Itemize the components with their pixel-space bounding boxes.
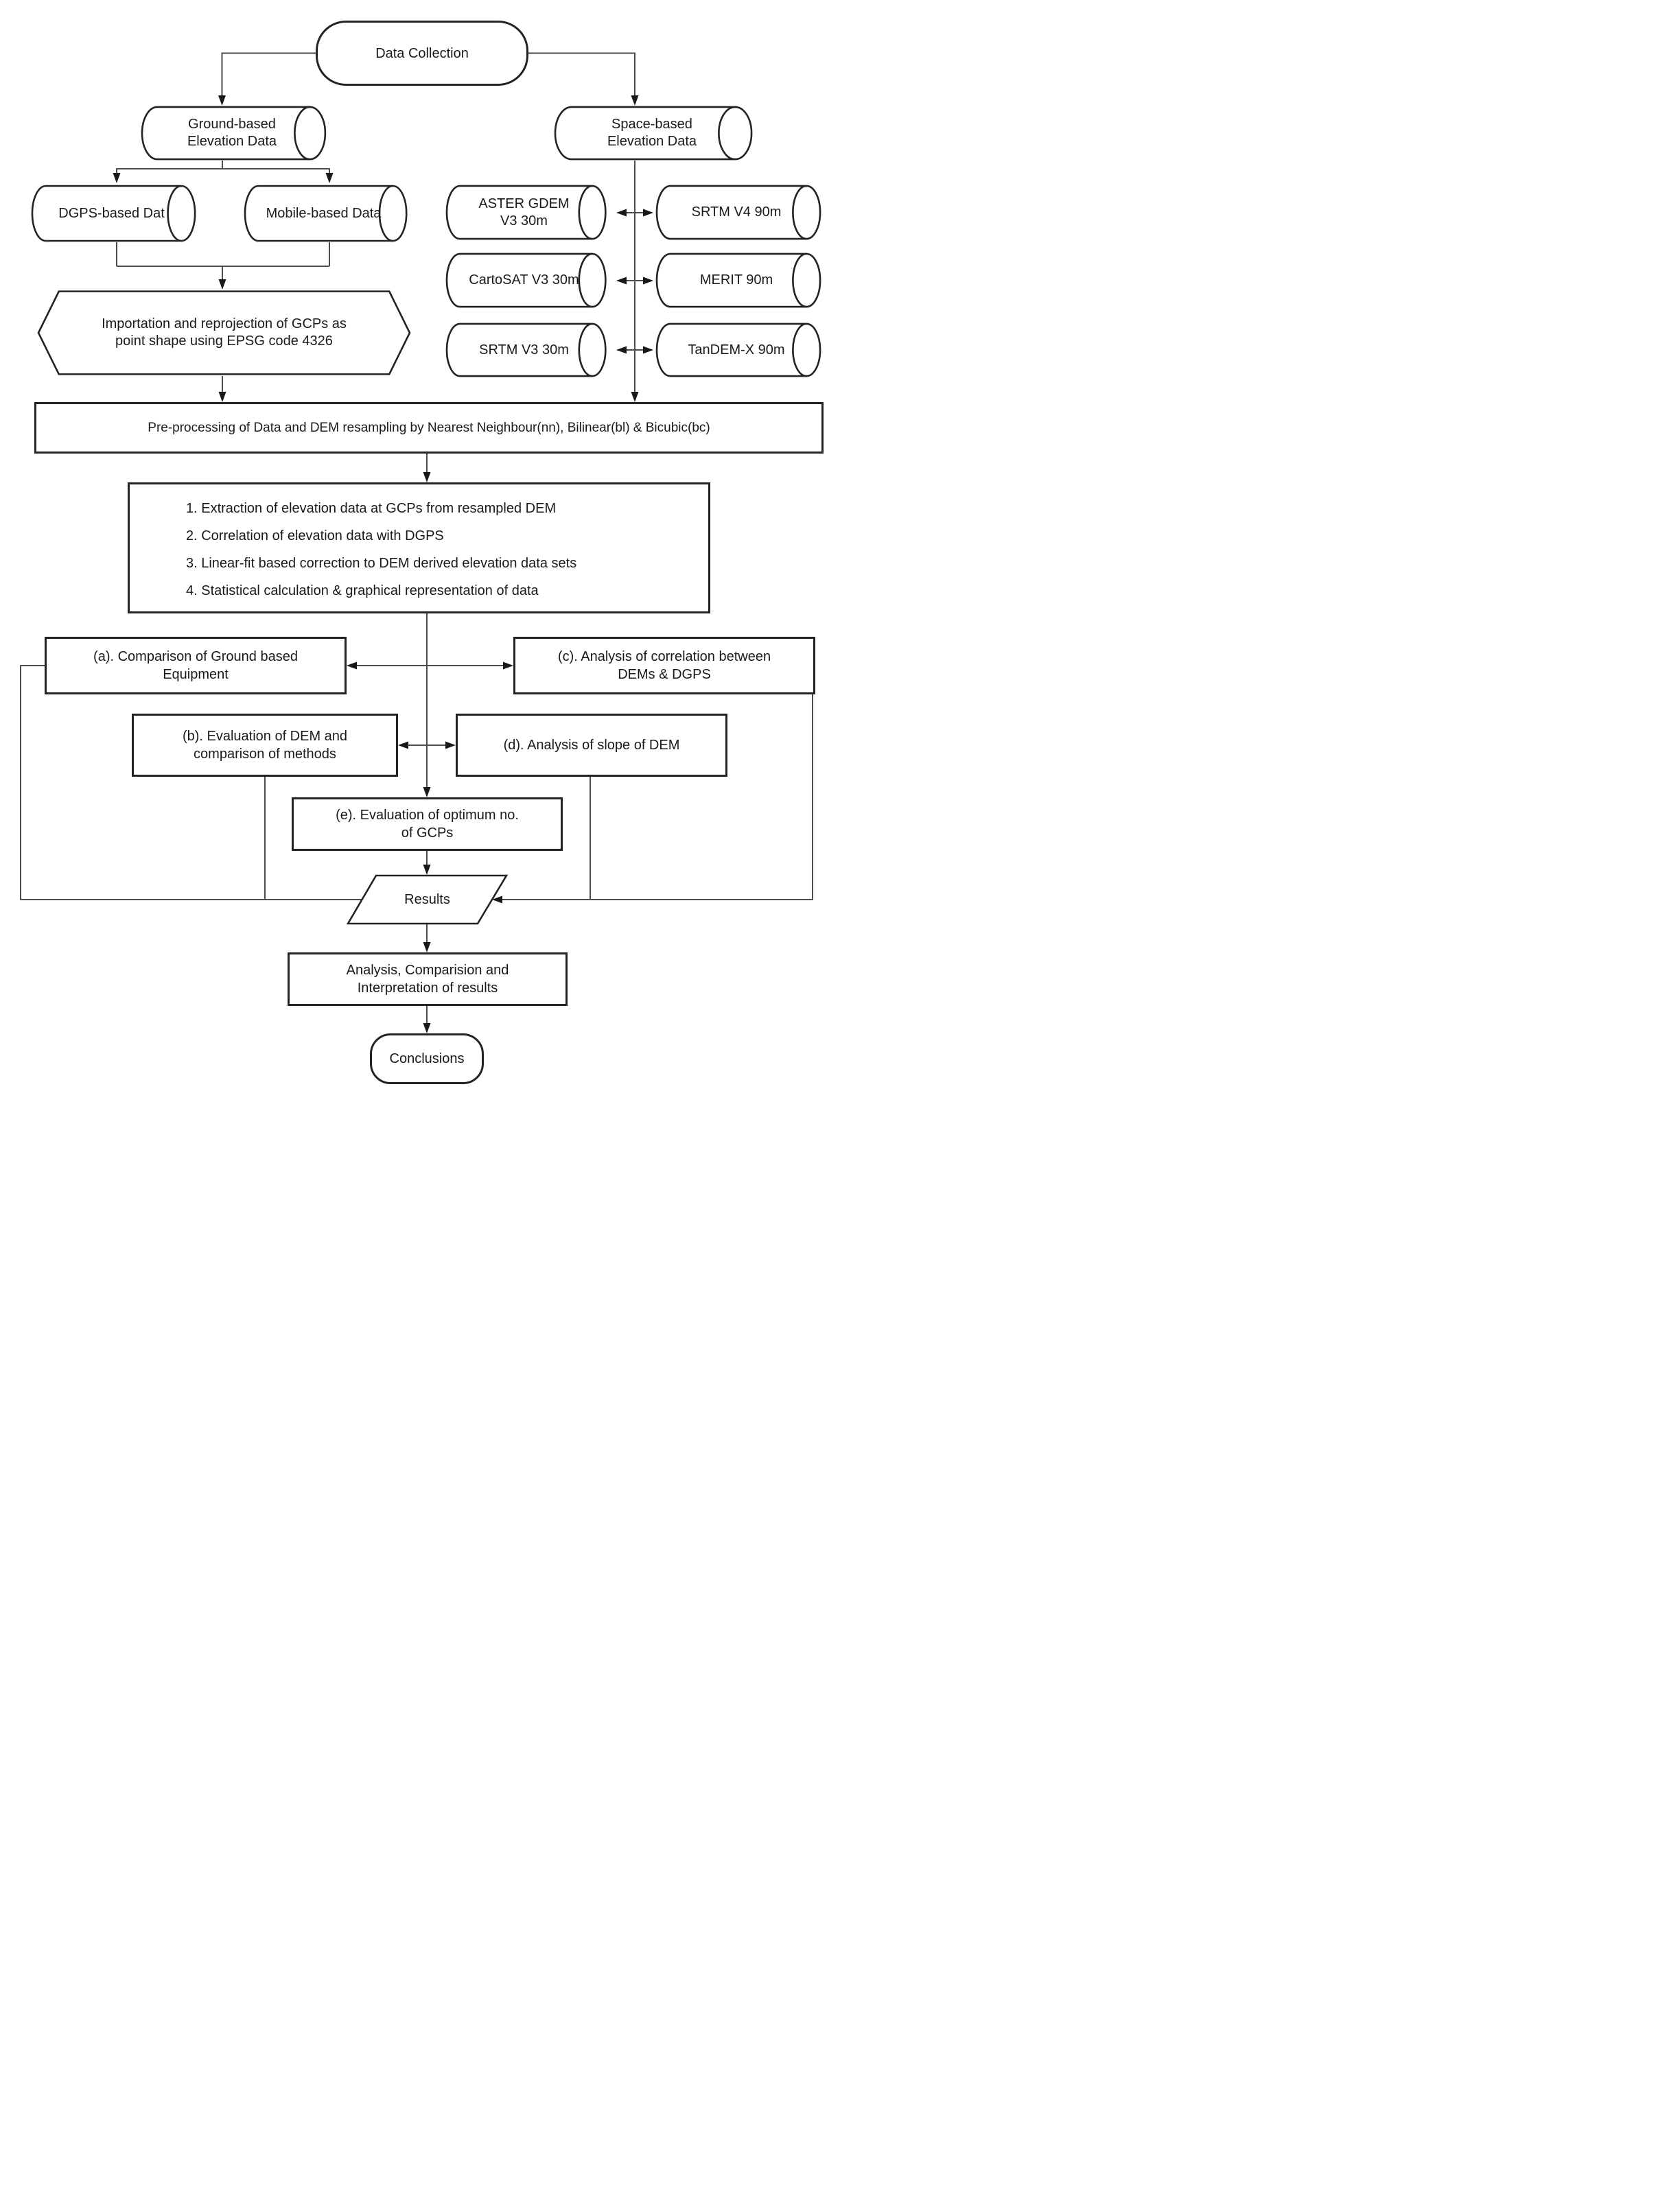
node-srtm-v3: SRTM V3 30m bbox=[447, 323, 612, 377]
dgps-label: DGPS-based Dat bbox=[58, 205, 165, 221]
step-2: 2. Correlation of elevation data with DG… bbox=[186, 528, 444, 543]
connector-datacollection-to-ground bbox=[221, 52, 316, 96]
node-ground-based-elevation-data: Ground-based Elevation Data bbox=[142, 106, 333, 161]
connector-merge-to-hexagon bbox=[116, 242, 330, 280]
importation-label: Importation and reprojection of GCPs as … bbox=[102, 316, 347, 349]
a-label: (a). Comparison of Ground based Equipmen… bbox=[93, 649, 298, 682]
node-dgps-based-data: DGPS-based Dat bbox=[32, 185, 202, 242]
aster-label: ASTER GDEM V3 30m bbox=[478, 196, 570, 228]
ground-based-label: Ground-based Elevation Data bbox=[187, 117, 277, 149]
node-aster-gdem: ASTER GDEM V3 30m bbox=[447, 185, 612, 240]
step-4: 4. Statistical calculation & graphical r… bbox=[186, 583, 539, 598]
cylinder-shape bbox=[447, 323, 612, 377]
node-importation-reprojection: Importation and reprojection of GCPs as … bbox=[38, 290, 410, 376]
connector-datacollection-to-space bbox=[528, 52, 635, 96]
node-data-collection: Data Collection bbox=[316, 21, 528, 86]
node-d-slope-analysis: (d). Analysis of slope of DEM bbox=[456, 714, 727, 777]
merit-label: MERIT 90m bbox=[699, 272, 773, 288]
tandem-x-label: TanDEM-X 90m bbox=[688, 342, 785, 357]
node-analysis-interpretation: Analysis, Comparision and Interpretation… bbox=[288, 952, 568, 1006]
cylinder-shape bbox=[657, 253, 827, 308]
connector-right-bus bbox=[502, 694, 813, 900]
node-merit: MERIT 90m bbox=[657, 253, 827, 308]
cylinder-shape bbox=[32, 185, 202, 242]
connector-ground-split bbox=[116, 161, 330, 174]
cylinder-shape bbox=[657, 185, 827, 240]
results-label: Results bbox=[404, 891, 450, 907]
step-3: 3. Linear-fit based correction to DEM de… bbox=[186, 556, 577, 571]
e-label: (e). Evaluation of optimum no. of GCPs bbox=[336, 808, 519, 841]
node-preprocessing-bar: Pre-processing of Data and DEM resamplin… bbox=[34, 402, 824, 454]
node-results: Results bbox=[347, 875, 507, 924]
parallelogram-shape bbox=[347, 875, 507, 924]
node-tandem-x: TanDEM-X 90m bbox=[657, 323, 827, 377]
srtm-v4-label: SRTM V4 90m bbox=[691, 204, 782, 220]
node-space-based-elevation-data: Space-based Elevation Data bbox=[555, 106, 760, 161]
mobile-label: Mobile-based Data bbox=[266, 205, 382, 221]
d-label: (d). Analysis of slope of DEM bbox=[503, 738, 680, 753]
cylinder-shape bbox=[447, 185, 612, 240]
node-b-evaluation-dem-methods: (b). Evaluation of DEM and comparison of… bbox=[132, 714, 398, 777]
cartosat-label: CartoSAT V3 30m bbox=[469, 272, 579, 288]
node-e-optimum-gcps: (e). Evaluation of optimum no. of GCPs bbox=[292, 797, 563, 851]
c-label: (c). Analysis of correlation between DEM… bbox=[557, 649, 771, 682]
analysis-label: Analysis, Comparision and Interpretation… bbox=[346, 963, 509, 996]
step-1: 1. Extraction of elevation data at GCPs … bbox=[186, 501, 557, 516]
node-cartosat: CartoSAT V3 30m bbox=[447, 253, 612, 308]
b-label: (b). Evaluation of DEM and comparison of… bbox=[182, 729, 348, 762]
node-c-correlation-dems-dgps: (c). Analysis of correlation between DEM… bbox=[513, 637, 815, 694]
node-mobile-based-data: Mobile-based Data bbox=[245, 185, 413, 242]
hexagon-shape bbox=[38, 290, 410, 376]
cylinder-shape bbox=[447, 253, 612, 308]
cylinder-shape bbox=[245, 185, 413, 242]
cylinder-shape bbox=[142, 106, 333, 161]
flowchart-canvas: Data Collection Ground-based Elevation D… bbox=[0, 0, 840, 1102]
cylinder-shape bbox=[555, 106, 760, 161]
node-steps-list: 1. Extraction of elevation data at GCPs … bbox=[128, 482, 710, 613]
data-collection-label: Data Collection bbox=[375, 45, 469, 61]
connector-left-bus bbox=[20, 665, 373, 900]
srtm-v3-label: SRTM V3 30m bbox=[479, 342, 569, 357]
conclusions-label: Conclusions bbox=[389, 1051, 465, 1066]
cylinder-shape bbox=[657, 323, 827, 377]
node-srtm-v4: SRTM V4 90m bbox=[657, 185, 827, 240]
connector-lines bbox=[20, 52, 813, 1033]
node-conclusions: Conclusions bbox=[370, 1033, 484, 1084]
preprocessing-label: Pre-processing of Data and DEM resamplin… bbox=[148, 420, 710, 435]
space-based-label: Space-based Elevation Data bbox=[607, 117, 697, 149]
node-a-comparison-ground-equipment: (a). Comparison of Ground based Equipmen… bbox=[45, 637, 347, 694]
